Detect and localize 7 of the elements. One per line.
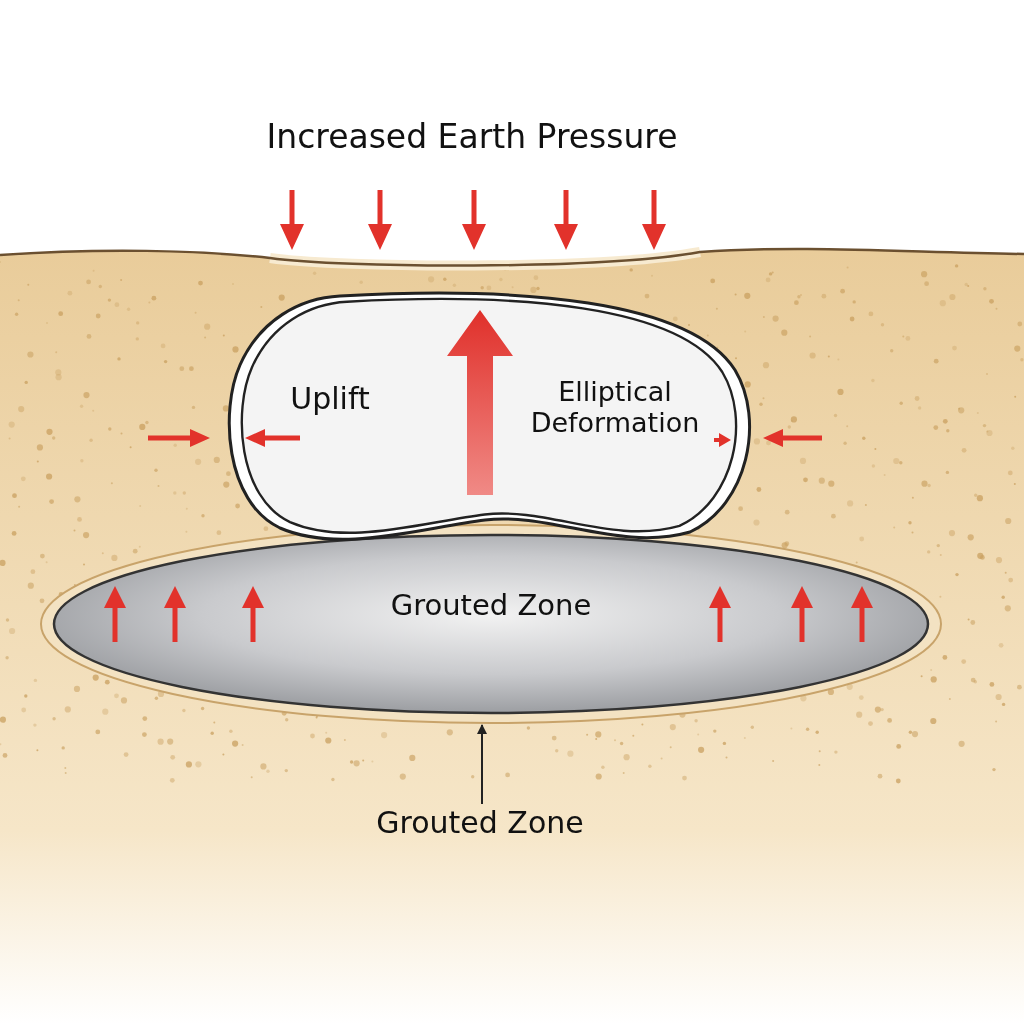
region-label: Elliptical Deformation: [529, 376, 701, 439]
region-label: Uplift: [289, 382, 371, 417]
region-label: Grouted Zone: [389, 589, 593, 623]
heading-label: Increased Earth Pressure: [265, 118, 679, 156]
grouted-zone: [38, 523, 944, 725]
leader-arrow: [477, 724, 487, 805]
callout-label: Grouted Zone: [375, 806, 585, 841]
